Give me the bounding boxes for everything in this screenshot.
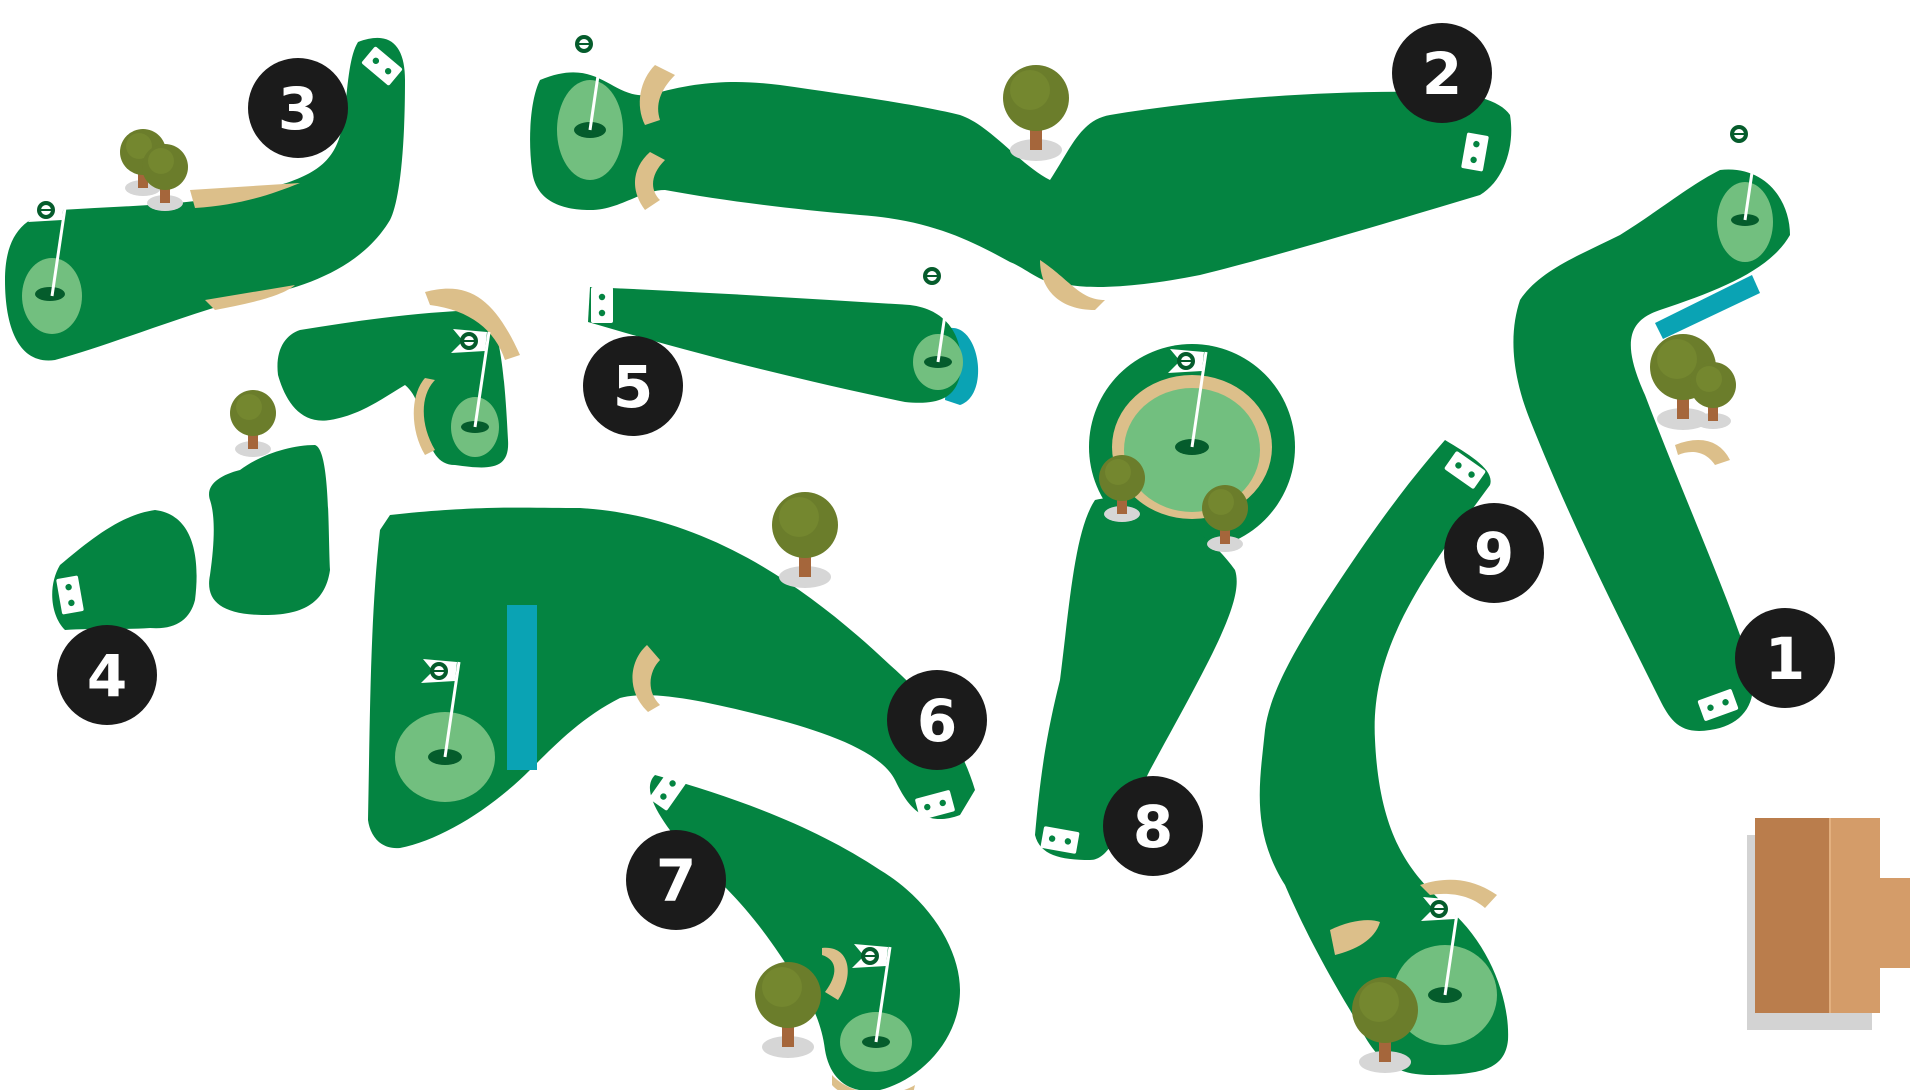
bunker-4a — [425, 288, 520, 360]
hole-9 — [1259, 440, 1509, 1075]
hole-5 — [588, 262, 979, 405]
hole-4 — [52, 288, 520, 630]
fairway-2 — [530, 72, 1512, 287]
hole-marker-6[interactable]: 6 — [887, 670, 987, 770]
hole-marker-3[interactable]: 3 — [248, 58, 348, 158]
water-6 — [507, 605, 537, 770]
tree-icon — [1352, 977, 1418, 1073]
tree-icon — [772, 492, 838, 588]
hole-number-4: 4 — [87, 642, 127, 710]
hole-marker-4[interactable]: 4 — [57, 625, 157, 725]
hole-number-2: 2 — [1422, 40, 1462, 108]
tree-icon — [230, 390, 276, 457]
hole-number-3: 3 — [278, 75, 318, 143]
hole-marker-2[interactable]: 2 — [1392, 23, 1492, 123]
bunker-4b — [413, 378, 435, 455]
hole-1 — [1513, 120, 1790, 731]
hole-marker-9[interactable]: 9 — [1444, 503, 1544, 603]
tree-icon — [755, 962, 821, 1058]
hole-7 — [648, 768, 960, 1090]
fairway-7 — [650, 775, 960, 1090]
hole-number-9: 9 — [1474, 520, 1514, 588]
hole-number-6: 6 — [917, 687, 957, 755]
bunker-2c — [1040, 260, 1105, 310]
hole-number-5: 5 — [613, 353, 653, 421]
hole-6 — [368, 507, 975, 849]
hole-3 — [5, 37, 405, 361]
tree-icon — [1202, 485, 1248, 552]
tree-icon — [1690, 362, 1736, 429]
fairway-3 — [5, 37, 405, 361]
bunker-2a — [639, 65, 675, 125]
fairway-5 — [588, 287, 961, 403]
bunker-9b — [1330, 920, 1380, 955]
fairway-4b — [209, 445, 330, 615]
hole-2 — [530, 30, 1512, 310]
hole-marker-5[interactable]: 5 — [583, 336, 683, 436]
fairway-4c — [52, 510, 197, 630]
fairway-4a — [277, 310, 509, 468]
tree-icon — [142, 144, 188, 211]
hole-number-1: 1 — [1765, 625, 1805, 693]
fairway-1 — [1513, 169, 1790, 731]
hole-marker-1[interactable]: 1 — [1735, 608, 1835, 708]
bunker-9a — [1420, 879, 1497, 908]
bunker-2b — [634, 152, 665, 210]
bunker-7a — [822, 947, 848, 1000]
bunker-7b — [832, 1075, 915, 1090]
bunker-3b — [205, 285, 295, 310]
bunker-1 — [1675, 440, 1730, 465]
tree-icon — [1099, 455, 1145, 522]
hole-number-8: 8 — [1133, 793, 1173, 861]
hole-number-7: 7 — [656, 847, 696, 915]
hole-number-markers: 1 2 3 4 5 6 7 8 — [57, 23, 1835, 930]
hole-marker-8[interactable]: 8 — [1103, 776, 1203, 876]
water-1 — [1655, 275, 1760, 339]
clubhouse-icon — [1747, 818, 1910, 1030]
bunker-3a — [190, 183, 300, 208]
fairway-8 — [1035, 498, 1237, 860]
bunker-6 — [632, 645, 660, 712]
tree-icon — [1003, 65, 1069, 161]
hole-marker-7[interactable]: 7 — [626, 830, 726, 930]
